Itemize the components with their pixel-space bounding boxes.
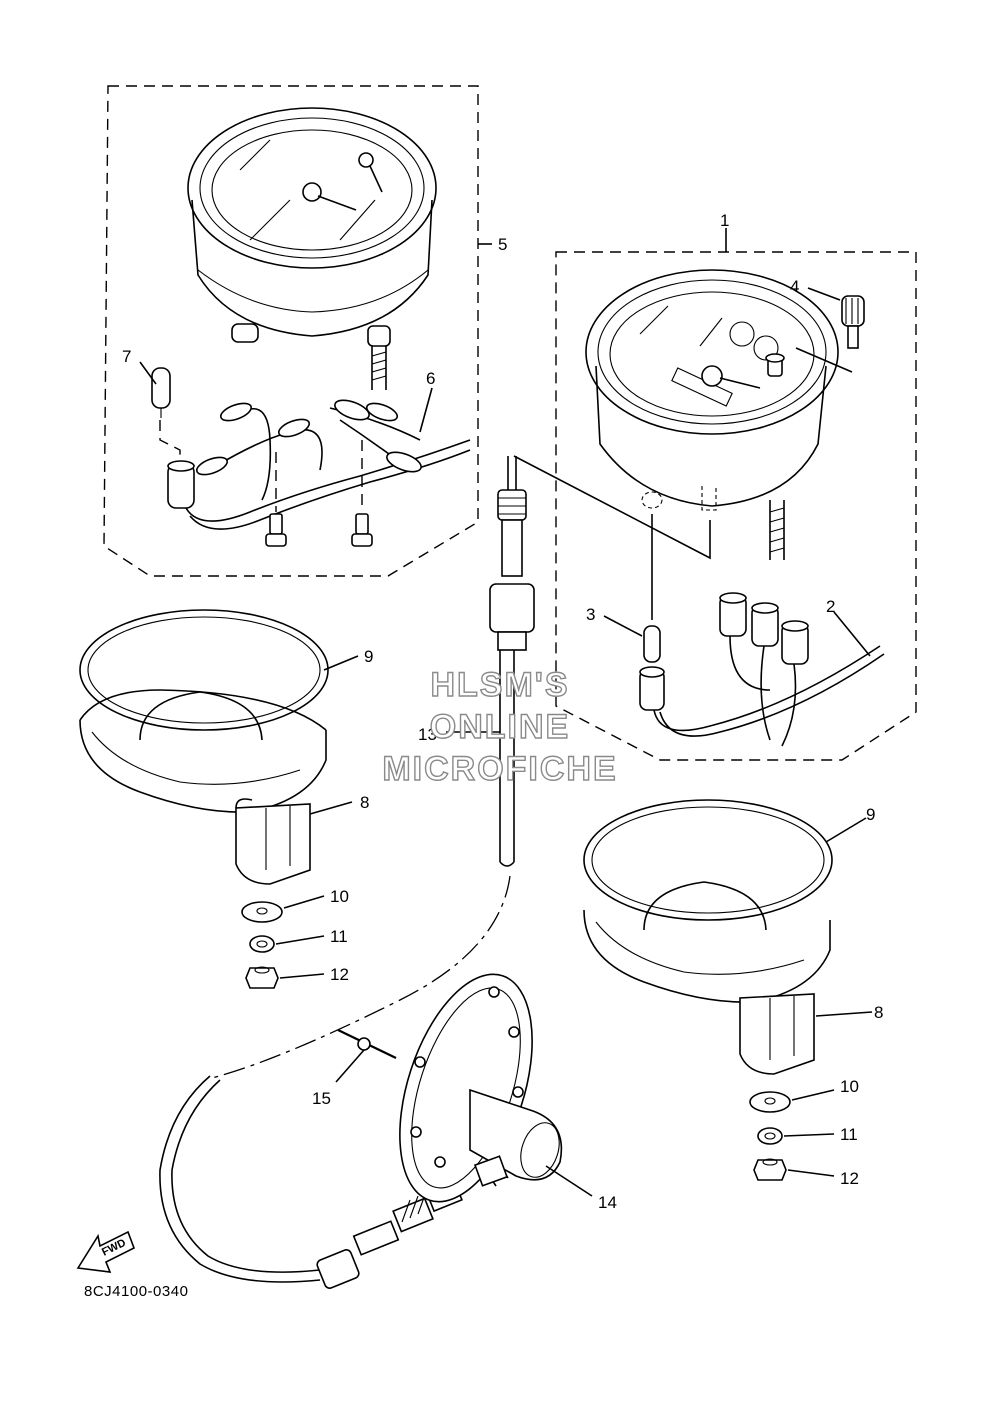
bracket-8-right [583, 881, 831, 1075]
lower-cable [159, 1075, 463, 1289]
callout-15: 15 [312, 1089, 331, 1108]
callout-13: 13 [418, 725, 437, 744]
callout-7: 7 [122, 347, 131, 366]
leader-7 [159, 420, 181, 460]
wire-harness-6 [185, 399, 471, 530]
ring-9-right [583, 799, 833, 921]
watermark-line-1: HLSM'S [430, 666, 569, 704]
callout-10-left: 10 [330, 887, 349, 906]
lock-washer-11-right [757, 1127, 783, 1145]
callout-11-left: 11 [330, 927, 348, 946]
drive-pin-15 [335, 1029, 397, 1083]
callout-11-right: 11 [840, 1125, 858, 1144]
callout-12-left: 12 [330, 965, 349, 984]
nut-12-right [753, 1158, 787, 1181]
gauge-right [585, 269, 839, 560]
socket-left [167, 460, 195, 509]
watermark-line-2: ONLINE [430, 708, 570, 746]
callout-4: 4 [790, 277, 799, 296]
screws-left [265, 440, 373, 547]
callout-9-right: 9 [866, 805, 875, 824]
gear-unit-14 [399, 973, 563, 1203]
drawing-code: 8CJ4100-0340 [84, 1283, 188, 1300]
watermark-line-3: MICROFICHE [382, 750, 617, 788]
callout-1: 1 [720, 211, 729, 230]
lock-washer-11-left [249, 935, 275, 953]
leader-lines [139, 243, 873, 1197]
callout-8-right: 8 [874, 1003, 883, 1022]
nut-12-left [245, 966, 279, 989]
bulb-7 [151, 367, 171, 418]
bulb-3 [643, 514, 661, 663]
ring-9-left [79, 609, 329, 731]
assembly-box-1 [555, 251, 917, 761]
callout-14: 14 [598, 1193, 617, 1212]
routing-chain [211, 875, 511, 1079]
fwd-arrow-icon: FWD [76, 1230, 136, 1273]
callout-5: 5 [498, 235, 507, 254]
callout-10-right: 10 [840, 1077, 859, 1096]
routing-line [513, 455, 711, 560]
callout-3: 3 [586, 605, 595, 624]
callout-2: 2 [826, 597, 835, 616]
reset-knob-4 [795, 295, 865, 373]
wire-harness-2 [639, 592, 885, 747]
washer-10-left [241, 901, 283, 923]
assembly-box-5 [103, 85, 479, 577]
callout-6: 6 [426, 369, 435, 388]
washer-10-right [749, 1091, 791, 1113]
speedometer-cable-13 [489, 456, 535, 867]
bracket-8-left [79, 689, 327, 885]
gauge-left [187, 107, 437, 390]
callout-9-left: 9 [364, 647, 373, 666]
callout-12-right: 12 [840, 1169, 859, 1188]
callout-8-left: 8 [360, 793, 369, 812]
